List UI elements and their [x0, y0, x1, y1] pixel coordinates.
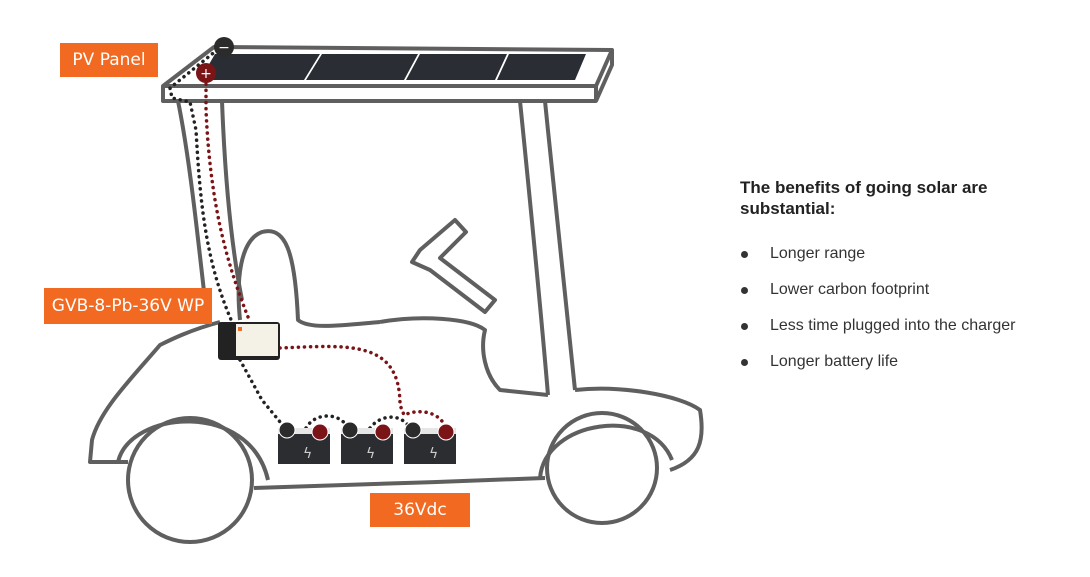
panel-positive-terminal: + — [196, 63, 216, 83]
dashboard — [379, 316, 549, 397]
list-item: Longer battery life — [740, 353, 1070, 389]
controller-label: GVB-8-Pb-36V WP — [44, 288, 212, 324]
rear-fender — [116, 419, 270, 481]
battery: ϟ — [278, 421, 330, 464]
svg-text:−: − — [218, 40, 230, 56]
bullet-icon — [741, 323, 748, 330]
front-wheel — [545, 411, 659, 525]
panel-negative-terminal: − — [214, 37, 234, 57]
positive-wire — [204, 70, 448, 430]
list-item-text: Less time plugged into the charger — [770, 317, 1016, 334]
battery: ϟ — [404, 421, 456, 464]
list-item-text: Longer range — [770, 245, 866, 262]
pv-panel-label: PV Panel — [60, 43, 158, 77]
list-item: Lower carbon footprint — [740, 281, 1070, 317]
solar-panels — [200, 54, 586, 80]
front-pillar — [518, 100, 577, 396]
steering-wheel — [410, 218, 497, 314]
svg-text:ϟ: ϟ — [303, 446, 312, 462]
benefits-list: Longer range Lower carbon footprint Less… — [740, 245, 1070, 389]
battery-bank-label: 36Vdc — [370, 493, 470, 527]
front-fender — [538, 423, 674, 479]
list-item: Less time plugged into the charger — [740, 317, 1070, 353]
svg-text:ϟ: ϟ — [366, 446, 375, 462]
bullet-icon — [741, 359, 748, 366]
svg-text:+: + — [200, 66, 212, 82]
benefits-panel: The benefits of going solar are substant… — [740, 177, 1070, 389]
cart-body — [88, 320, 704, 490]
charge-controller — [218, 322, 280, 360]
benefits-title: The benefits of going solar are substant… — [740, 178, 988, 218]
seat — [236, 229, 381, 328]
battery-bank: ϟ ϟ ϟ — [278, 421, 456, 464]
battery: ϟ — [341, 421, 393, 464]
list-item: Longer range — [740, 245, 1070, 281]
rear-wheel — [126, 416, 254, 544]
bullet-icon — [741, 287, 748, 294]
cart-roof — [161, 45, 614, 103]
svg-text:ϟ: ϟ — [429, 446, 438, 462]
list-item-text: Lower carbon footprint — [770, 281, 930, 298]
bullet-icon — [741, 251, 748, 258]
list-item-text: Longer battery life — [770, 353, 899, 370]
